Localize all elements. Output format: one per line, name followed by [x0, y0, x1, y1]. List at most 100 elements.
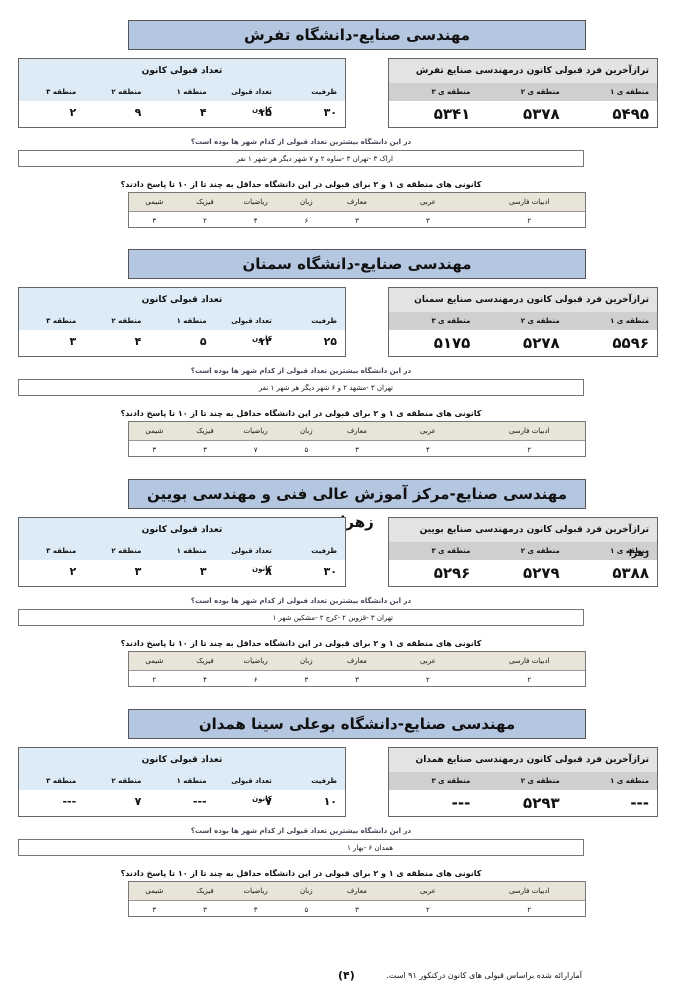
subject-name: شیمی	[145, 198, 164, 206]
subject-name: ادبیات فارسی	[508, 427, 550, 435]
subject-name: زبان	[300, 427, 313, 435]
city-answer: اراک ۳ -تهران ۳ -ساوه ۲ و ۷ شهر دیگر هر …	[18, 150, 584, 167]
left-col-header: منطقه ۱	[176, 317, 207, 325]
subject-name: عربی	[420, 657, 436, 665]
left-col-value: ۷	[265, 795, 272, 808]
count-table-header: تعداد قبولی کانون	[19, 288, 345, 312]
subject-name: عربی	[420, 427, 436, 435]
subject-name: عربی	[420, 198, 436, 206]
subject-value: ۳	[203, 446, 207, 454]
city-answer: تهران ۳ -قزوین ۲ -کرج ۲ -مشکین شهر ۱	[18, 609, 584, 626]
right-col-value: ۵۳۸۸	[612, 564, 649, 582]
score-table-columns: منطقه ی ۱ منطقه ی ۲ منطقه ی ۳	[389, 312, 657, 330]
city-answer: همدان ۶ -بهار ۱	[18, 839, 584, 856]
city-answer: تهران ۳ -مشهد ۲ و ۶ شهر دیگر هر شهر ۱ نف…	[18, 379, 584, 396]
right-col-value: ---	[451, 794, 471, 812]
count-table-header: تعداد قبولی کانون	[19, 748, 345, 772]
footer-note: آمارارائه شده براساس قبولی های کانون درک…	[386, 971, 582, 980]
left-col-value: ۴	[199, 106, 207, 119]
subject-name: شیمی	[145, 657, 164, 665]
section-title: مهندسی صنایع-دانشگاه بوعلی سینا همدان	[128, 709, 586, 739]
subject-name: معارف	[347, 887, 367, 895]
subject-name: معارف	[347, 427, 367, 435]
left-col-header: تعداد قبولی کانون	[231, 547, 272, 573]
left-col-header: ظرفیت	[311, 317, 337, 325]
page-number: (۴)	[338, 969, 355, 982]
right-col-value: ---	[630, 794, 649, 812]
subject-name: ریاضیات	[243, 427, 268, 435]
left-col-header: تعداد قبولی کانون	[231, 317, 272, 343]
left-col-value: ۳	[69, 335, 77, 348]
subject-value: ۲	[426, 906, 430, 914]
city-question: در این دانشگاه بیشترین تعداد قبولی از کد…	[190, 367, 412, 375]
score-table-header: ترازآخرین فرد قبولی کانون درمهندسی صنایع…	[389, 288, 657, 312]
subject-name: شیمی	[145, 427, 164, 435]
subject-name: شیمی	[145, 887, 164, 895]
subject-value: ۳	[203, 906, 207, 914]
university-section: مهندسی صنایع-دانشگاه بوعلی سینا همدان تر…	[0, 709, 700, 937]
section-title: مهندسی صنایع-دانشگاه سمنان	[128, 249, 586, 279]
subject-value: ۵	[304, 446, 309, 454]
left-col-header: ظرفیت	[311, 777, 337, 785]
right-col-value: ۵۲۷۸	[523, 334, 560, 352]
section-title: مهندسی صنایع-مرکز آموزش عالی فنی و مهندس…	[128, 479, 586, 531]
subject-value: ۳	[152, 217, 157, 225]
left-col-value: ۲۵	[323, 335, 337, 348]
right-col-header: منطقه ی ۱	[610, 547, 649, 555]
right-col-header: منطقه ی ۳	[431, 547, 471, 555]
right-col-header: منطقه ی ۱	[610, 317, 649, 325]
left-col-value: ---	[62, 795, 77, 808]
left-col-header: منطقه ۲	[111, 777, 142, 785]
subject-value: ۴	[426, 446, 430, 454]
last-admitted-score-table: ترازآخرین فرد قبولی کانون درمهندسی صنایع…	[388, 58, 658, 128]
left-col-header: منطقه ۳	[46, 317, 77, 325]
left-col-header: منطقه ۳	[46, 547, 77, 555]
left-col-value: ۱۲	[258, 335, 272, 348]
right-col-header: منطقه ی ۲	[520, 317, 560, 325]
subject-value: ۲	[527, 217, 532, 225]
left-col-value: ---	[192, 795, 207, 808]
left-col-header: منطقه ۲	[111, 88, 142, 96]
city-question: در این دانشگاه بیشترین تعداد قبولی از کد…	[190, 597, 412, 605]
right-col-header: منطقه ی ۳	[431, 317, 471, 325]
left-col-header: منطقه ۲	[111, 547, 142, 555]
score-table-header: ترازآخرین فرد قبولی کانون درمهندسی صنایع…	[389, 748, 657, 772]
left-col-header: منطقه ۱	[176, 777, 207, 785]
subject-value: ۳	[253, 906, 258, 914]
left-col-value: ۳۰	[323, 565, 337, 578]
left-col-value: ۱۵	[258, 106, 272, 119]
admission-count-table: تعداد قبولی کانون ظرفیت تعداد قبولی کانون…	[18, 287, 346, 357]
subjects-question: کانونی های منطقه ی ۱ و ۲ برای قبولی در ا…	[120, 639, 482, 648]
right-col-header: منطقه ی ۳	[431, 777, 471, 785]
right-col-header: منطقه ی ۳	[431, 88, 471, 96]
subject-name: فیزیک	[196, 887, 214, 895]
right-col-header: منطقه ی ۱	[610, 88, 649, 96]
count-table-header: تعداد قبولی کانون	[19, 518, 345, 542]
left-col-header: منطقه ۲	[111, 317, 142, 325]
left-col-value: ۷	[134, 795, 142, 808]
subject-value: ۷	[253, 446, 258, 454]
subject-name: زبان	[300, 657, 313, 665]
last-admitted-score-table: ترازآخرین فرد قبولی کانون درمهندسی صنایع…	[388, 287, 658, 357]
subject-value: ۶	[253, 676, 258, 684]
subject-name: معارف	[347, 198, 367, 206]
subjects-question: کانونی های منطقه ی ۱ و ۲ برای قبولی در ا…	[120, 409, 482, 418]
subject-value: ۳	[355, 676, 359, 684]
left-col-value: ۲	[69, 565, 77, 578]
subject-value: ۲	[527, 446, 532, 454]
